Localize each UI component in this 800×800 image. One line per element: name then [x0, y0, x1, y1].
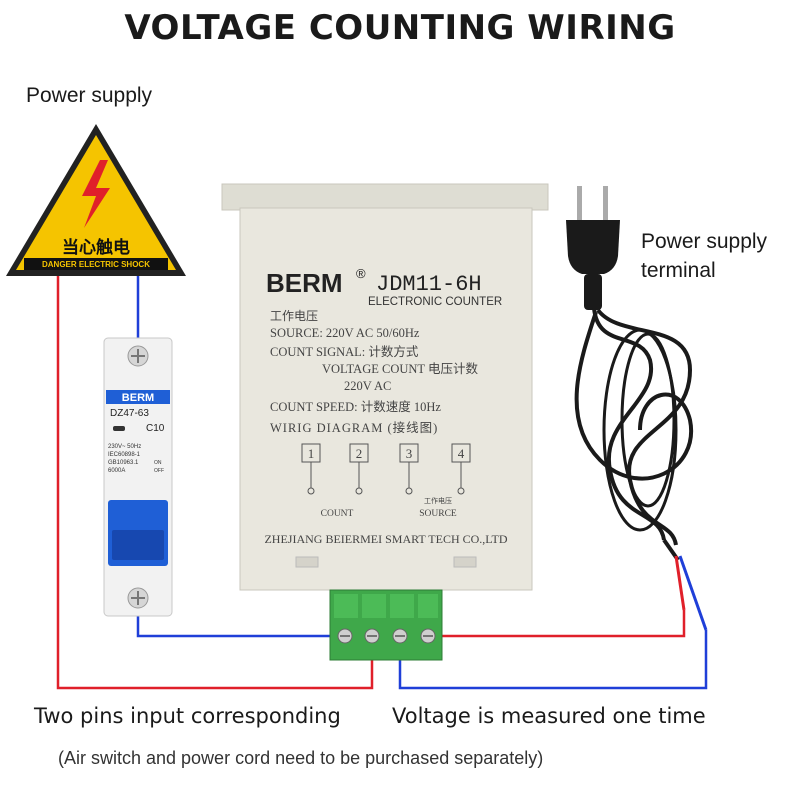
power-terminal-label-line1: Power supply: [641, 230, 768, 253]
counter-brand: BERM: [266, 268, 343, 298]
counter-maker: ZHEJIANG BEIERMEI SMART TECH CO.,LTD: [264, 532, 507, 546]
two-pins-label: Two pins input corresponding: [34, 704, 341, 728]
counter-work-voltage: 工作电压: [270, 309, 318, 323]
counter-count-speed: COUNT SPEED: 计数速度 10Hz: [270, 399, 441, 414]
red-wire-left: [56, 272, 374, 690]
cord-red-lead: [674, 555, 686, 611]
air-switch-breaker: BERM DZ47-63 C10 230V~ 50Hz IEC60898-1 G…: [103, 337, 173, 617]
red-wire-right: [430, 610, 686, 638]
breaker-spec-2: IEC60898-1: [108, 452, 141, 458]
breaker-off-label: OFF: [154, 468, 164, 474]
power-supply-label: Power supply: [26, 84, 153, 107]
source-label: SOURCE: [419, 509, 457, 519]
danger-sign-chinese: 当心触电: [62, 237, 130, 257]
breaker-on-label: ON: [154, 460, 162, 466]
terminal-number-3: 3: [406, 446, 413, 461]
lightning-bolt-icon: [82, 160, 110, 228]
page-title: VOLTAGE COUNTING WIRING: [124, 8, 676, 48]
breaker-rating: C10: [146, 423, 165, 434]
wires: [56, 272, 708, 690]
breaker-spec-4: 6000A: [108, 468, 125, 474]
breaker-spec-1: 230V~ 50Hz: [108, 444, 141, 450]
electronic-counter: BERM ® JDM11-6H ELECTRONIC COUNTER 工作电压 …: [221, 183, 549, 591]
power-cord: [574, 307, 694, 562]
breaker-brand: BERM: [122, 392, 154, 404]
power-terminal-label-line2: terminal: [641, 259, 716, 282]
counter-220v: 220V AC: [344, 379, 391, 393]
svg-text:®: ®: [356, 266, 366, 281]
breaker-spec-3: GB10963.1: [108, 460, 139, 466]
blue-wire-right: [398, 630, 708, 690]
breaker-model: DZ47-63: [110, 408, 149, 419]
count-label: COUNT: [321, 509, 354, 519]
power-plug-icon: [566, 186, 620, 310]
danger-sign: 当心触电 DANGER ELECTRIC SHOCK: [6, 124, 186, 276]
counter-voltage-count: VOLTAGE COUNT 电压计数: [322, 361, 478, 376]
counter-wiring-diagram: WIRIG DIAGRAM (接线图): [270, 420, 438, 435]
terminal-number-1: 1: [308, 446, 315, 461]
counter-source-line: SOURCE: 220V AC 50/60Hz: [270, 326, 420, 340]
source-label-cn: 工作电压: [424, 496, 452, 505]
blue-wire-breaker-bottom: [136, 612, 345, 638]
counter-count-signal: COUNT SIGNAL: 计数方式: [270, 344, 419, 359]
purchase-note: (Air switch and power cord need to be pu…: [58, 748, 544, 768]
counter-subtitle: ELECTRONIC COUNTER: [368, 296, 502, 308]
voltage-measured-label: Voltage is measured one time: [392, 704, 706, 728]
terminal-number-4: 4: [458, 446, 465, 461]
danger-sign-english: DANGER ELECTRIC SHOCK: [42, 260, 150, 269]
terminal-block: [329, 589, 443, 661]
terminal-diagram: 1 2 3 4 COUNT 工作电压 SOURCE: [301, 443, 471, 519]
counter-model: JDM11-6H: [376, 272, 482, 297]
terminal-number-2: 2: [356, 446, 363, 461]
cord-blue-lead: [678, 555, 708, 631]
